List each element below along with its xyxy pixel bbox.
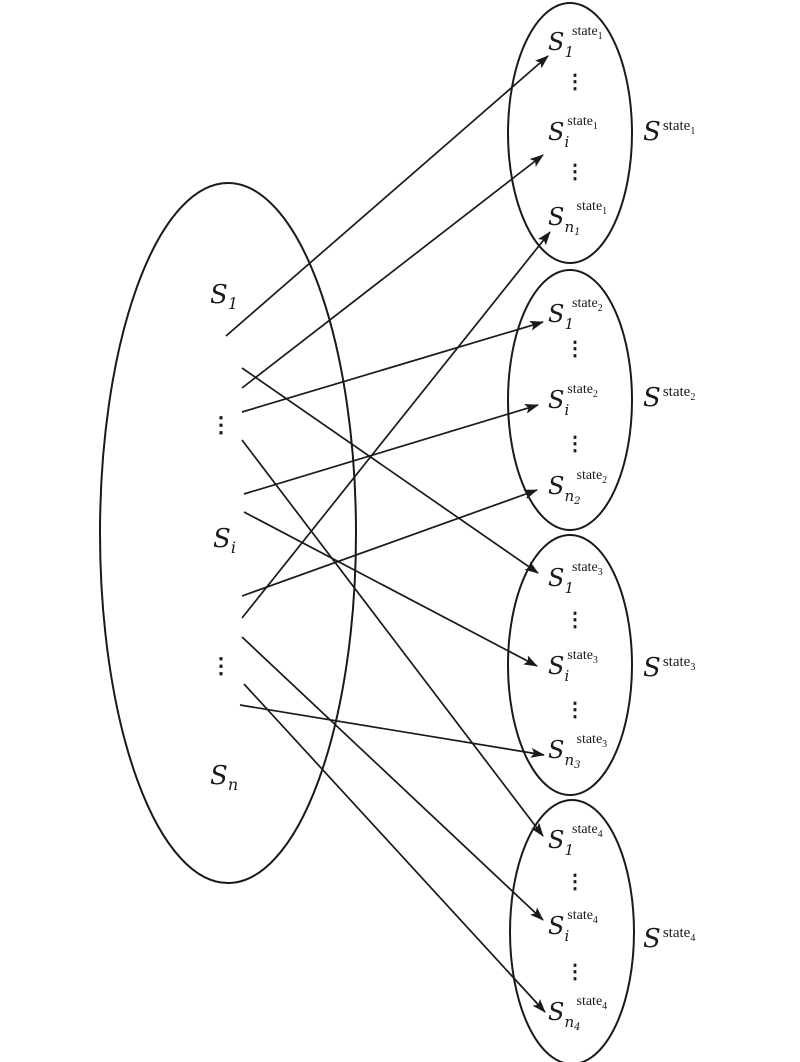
arrow-3: [241, 367, 539, 574]
source-ellipsis-2: ⋮: [210, 653, 232, 678]
source-label-sn: Sn: [210, 761, 238, 794]
state-set-4-members: S1state4 ⋮ Sistate4 ⋮ Sn4state4: [548, 822, 607, 1033]
state2-member-sn: Sn2state2: [548, 468, 607, 507]
state-set-4-ellipse: [509, 799, 635, 1062]
arrow-5: [241, 439, 544, 837]
state1-member-s1: S1state1: [548, 24, 603, 61]
state4-ellipsis-2: ⋮: [565, 961, 585, 983]
state3-ellipsis-2: ⋮: [565, 699, 585, 721]
state-set-3-members: S1state3 ⋮ Sistate3 ⋮ Sn3state3: [548, 560, 607, 771]
state1-member-sn: Sn1state1: [548, 199, 607, 238]
source-set-labels: S1 ⋮ Si ⋮ Sn: [210, 280, 238, 794]
mapping-arrows: [225, 55, 551, 1013]
state4-member-sn: Sn4state4: [548, 994, 607, 1033]
arrow-2: [241, 154, 544, 389]
state3-ellipsis-1: ⋮: [565, 609, 585, 631]
state-set-2-ellipse: [507, 269, 633, 531]
state2-ellipsis-1: ⋮: [565, 338, 585, 360]
state-set-2-members: S1state2 ⋮ Sistate2 ⋮ Sn2state2: [548, 296, 607, 507]
state1-ellipsis-2: ⋮: [565, 161, 585, 183]
arrow-12: [239, 704, 545, 758]
state3-member-sn: Sn3state3: [548, 732, 607, 771]
arrow-6: [243, 403, 539, 495]
state3-member-si: Sistate3: [548, 648, 598, 685]
state-set-1-members: S1state1 ⋮ Sistate1 ⋮ Sn1state1: [548, 24, 607, 238]
state4-member-s1: S1state4: [548, 822, 603, 859]
source-label-s1: S1: [210, 280, 238, 313]
state1-member-si: Sistate1: [548, 114, 598, 151]
arrow-9: [241, 231, 551, 619]
state1-ellipsis-1: ⋮: [565, 71, 585, 93]
state4-member-si: Sistate4: [548, 908, 598, 945]
source-ellipsis-1: ⋮: [210, 412, 232, 437]
state3-member-s1: S1state3: [548, 560, 603, 597]
arrow-10: [241, 636, 544, 921]
source-label-si: Si: [213, 524, 236, 557]
state2-ellipsis-2: ⋮: [565, 433, 585, 455]
state-set-3-ellipse: [507, 534, 633, 796]
state2-member-si: Sistate2: [548, 382, 598, 419]
state2-member-s1: S1state2: [548, 296, 603, 333]
state4-ellipsis-1: ⋮: [565, 871, 585, 893]
arrow-1: [225, 55, 549, 337]
state-set-1-ellipse: [507, 2, 633, 264]
arrow-4: [241, 320, 544, 413]
arrow-8: [241, 489, 538, 597]
arrow-11: [243, 683, 546, 1013]
source-set-ellipse: [99, 182, 357, 884]
arrow-7: [243, 511, 538, 667]
